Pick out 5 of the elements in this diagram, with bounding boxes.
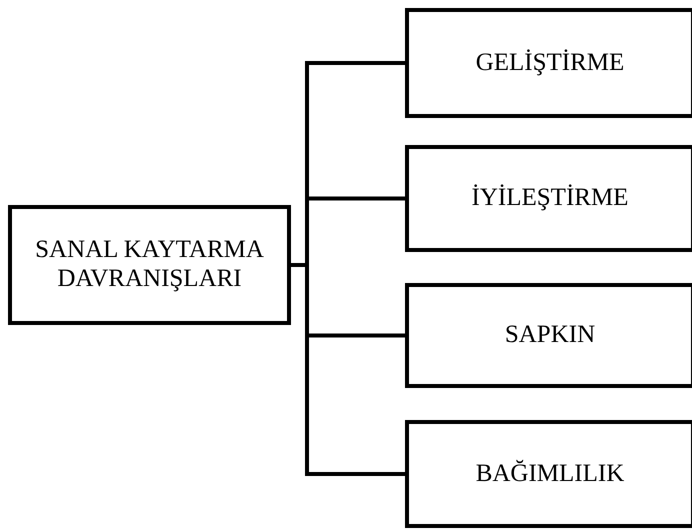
text-box: SANAL KAYTARMA DAVRANIŞLARI [8,205,291,325]
text-box: BAĞIMLILIK [405,420,692,528]
text-box: İYİLEŞTİRME [405,145,692,252]
text-box: SAPKIN [405,283,692,388]
text-box: GELİŞTİRME [405,8,692,118]
